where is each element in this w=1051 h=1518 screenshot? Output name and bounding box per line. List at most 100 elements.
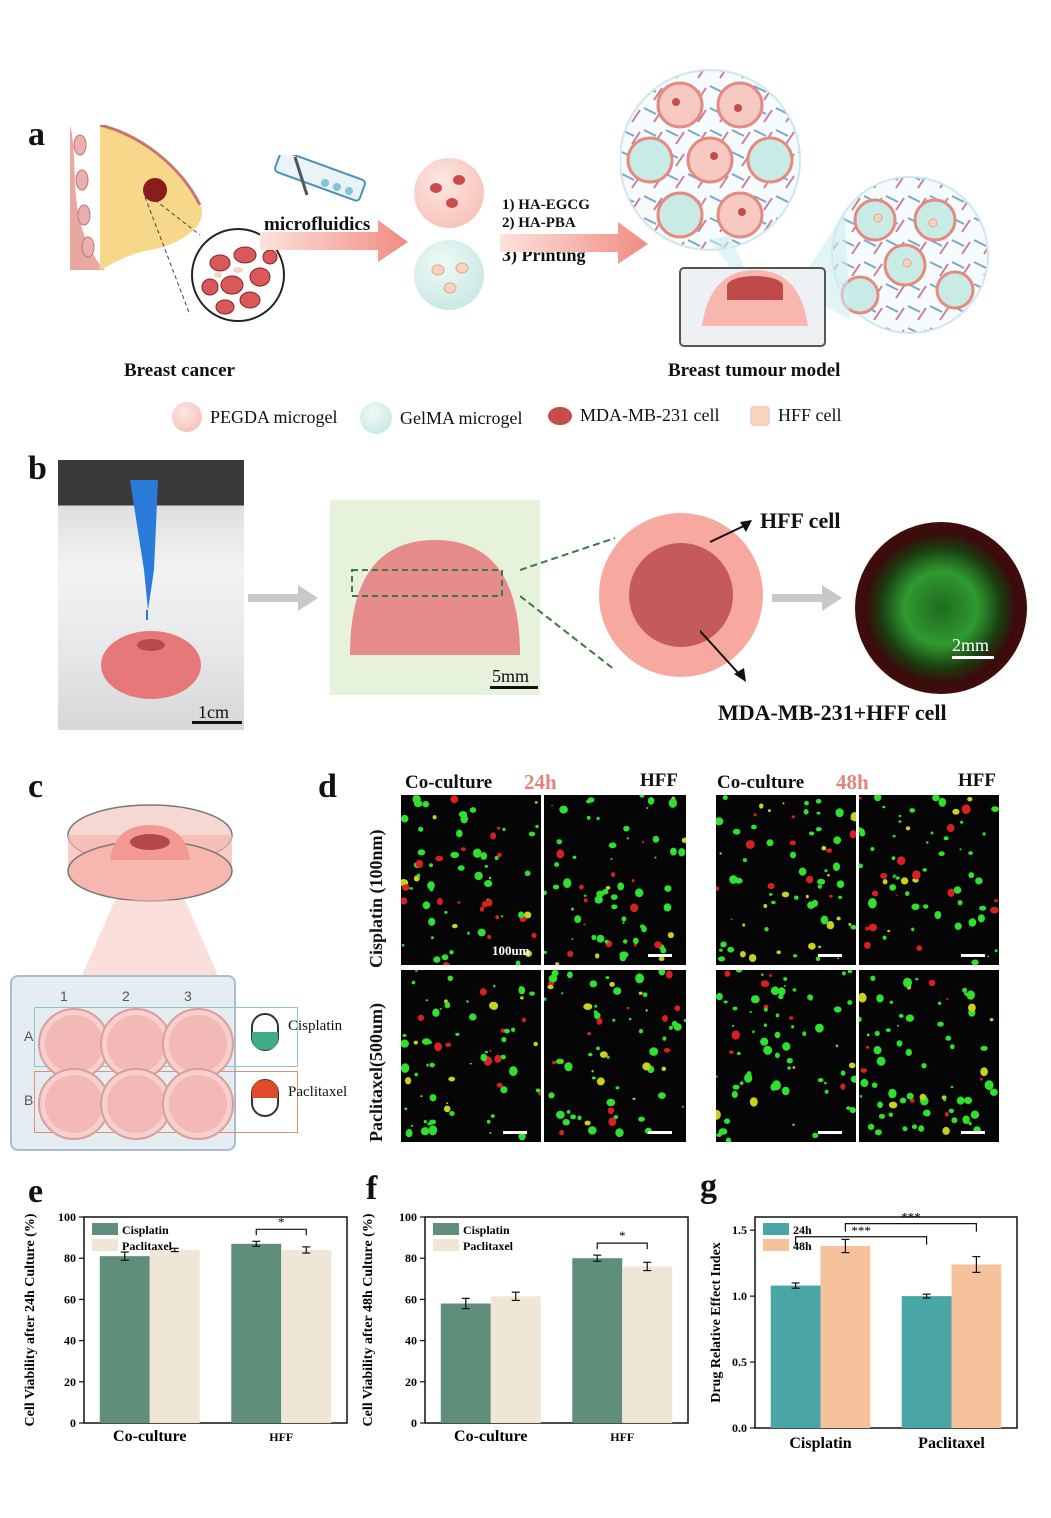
bar [820,1246,871,1428]
cell-speck [409,887,414,890]
cell-speck [871,890,879,897]
cell-speck [488,876,492,880]
cell-speck [815,956,821,962]
x-tick-label: Cisplatin [789,1435,851,1452]
cell-speck [859,1095,863,1098]
cell-speck [750,995,760,1004]
cell-speck [870,975,876,981]
cell-speck [921,1063,927,1069]
cell-speck [944,1112,949,1117]
cell-speck [572,855,577,859]
cell-speck [860,828,865,834]
cell-speck [658,1092,666,1099]
x-tick-label: Co-culture [454,1428,527,1445]
cell-speck [723,1118,731,1124]
cell-speck [849,1107,856,1114]
cell-speck [937,1021,944,1027]
cell-speck [490,1114,495,1118]
cell-speck [742,923,746,927]
y-tick-label: 0 [70,1416,76,1430]
cell-speck [718,1128,728,1135]
cell-speck [867,1123,875,1130]
cell-speck [716,1133,722,1137]
cell-speck [587,797,595,803]
cell-speck [897,856,906,866]
cell-speck [460,847,466,852]
cell-speck [479,988,487,996]
cell-speck [469,1013,477,1021]
paclitaxel-label: Paclitaxel [288,1084,348,1100]
breast-illustration [70,125,285,322]
cell-speck [668,1025,673,1030]
cell-speck [891,856,896,861]
cell-speck [668,798,677,808]
cell-speck [922,1109,931,1117]
cell-speck [445,1042,452,1047]
cell-speck [405,1077,412,1085]
cell-speck [596,890,605,898]
cell-speck [824,869,828,873]
cell-speck [638,1029,643,1034]
printing-photo [58,460,244,730]
cell-speck [518,911,525,919]
cell-speck [966,990,975,1000]
y-tick-label: 40 [64,1334,76,1348]
cell-speck [401,1063,410,1073]
cell-speck [609,981,615,987]
cell-speck [642,1062,651,1071]
cell-speck [781,891,790,898]
cell-speck [662,1036,667,1041]
cell-speck [524,950,532,957]
cell-speck [631,879,635,883]
d-scale-label: 100um [492,943,530,958]
cell-speck [789,840,796,846]
cell-speck [912,870,921,880]
y-tick-label: 100 [58,1210,76,1224]
cell-speck [442,962,450,965]
cell-speck [764,927,769,932]
cell-speck [915,978,919,981]
cell-speck [767,883,775,890]
cell-speck [435,855,444,862]
cell-speck [761,973,764,976]
cell-speck [645,1009,648,1012]
cell-speck [716,886,720,891]
cell-speck [727,946,735,953]
cell-speck [826,921,835,930]
cell-speck [663,1048,671,1053]
d-group2-right: HFF [958,770,996,791]
row-label: A [24,1028,34,1044]
cell-speck [947,888,955,897]
cell-speck [480,852,488,860]
cell-speck [880,872,888,879]
cell-speck [982,832,986,836]
cell-speck [484,1050,488,1054]
cell-speck [850,812,856,822]
cell-speck [608,842,617,849]
scale-label-1cm: 1cm [198,702,229,722]
cell-speck [716,1075,718,1078]
micrograph [544,795,686,965]
cell-speck [564,1062,573,1072]
d-group2-time: 48h [836,770,869,794]
legend-label: GelMA microgel [400,407,523,428]
cell-speck [849,830,856,839]
cell-speck [760,980,770,988]
cell-speck [781,1086,790,1096]
cell-speck [725,1137,732,1142]
cell-speck [425,999,429,1002]
cell-speck [792,1123,795,1126]
cell-speck [775,1013,780,1018]
cell-speck [815,1023,824,1033]
cell-speck [763,904,768,908]
cell-speck [658,970,666,976]
cell-speck [608,1117,617,1126]
cell-speck [544,997,547,1001]
cell-speck [501,1036,507,1043]
significance-bracket [255,1228,307,1236]
cell-speck [874,795,882,802]
cell-speck [749,1097,758,1107]
cell-speck [444,1001,451,1009]
cell-speck [528,831,536,837]
significance-label: * [619,1228,626,1243]
